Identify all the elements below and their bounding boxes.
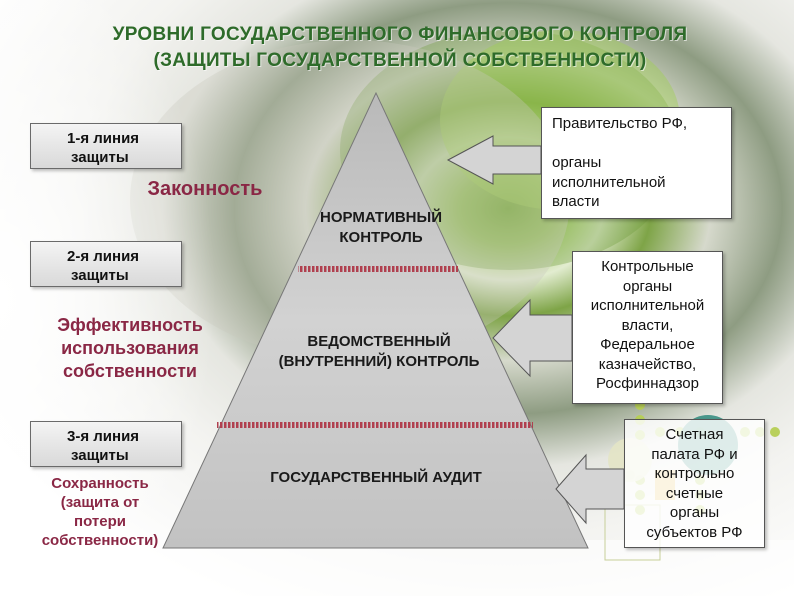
title-line-2: (ЗАЩИТЫ ГОСУДАРСТВЕННОЙ СОБСТВЕННОСТИ) [153,50,647,71]
arrow-government [446,135,542,185]
principle-efficiency: Эффективность использования собственност… [57,315,203,381]
page-title: УРОВНИ ГОСУДАРСТВЕННОГО ФИНАНСОВОГО КОНТ… [40,22,760,74]
principle-preservation: Сохранность (защита от потери собственно… [41,475,159,549]
pyramid-divider-upper [298,266,458,272]
title-line-1: УРОВНИ ГОСУДАРСТВЕННОГО ФИНАНСОВОГО КОНТ… [112,24,688,45]
pyramid-divider-lower [217,422,533,428]
pyramid-level-departmental: ВЕДОМСТВЕННЫЙ (ВНУТРЕННИЙ) КОНТРОЛЬ [278,333,480,370]
box-audit: Счетная палата РФ и контрольно счетные о… [624,419,765,548]
pyramid [162,91,589,549]
pyramid-level-audit: ГОСУДАРСТВЕННЫЙ АУДИТ [270,469,482,486]
box-executive-control: Контрольные органы исполнительной власти… [572,251,723,404]
box-government: Правительство РФ, органы исполнительной … [541,107,732,219]
defense-line-3: 3-я линия защиты [30,421,182,467]
defense-line-2: 2-я линия защиты [30,241,182,287]
pyramid-level-normative: НОРМАТИВНЫЙ КОНТРОЛЬ [320,209,442,246]
defense-line-1: 1-я линия защиты [30,123,182,169]
principle-legality: Законность [147,178,263,200]
